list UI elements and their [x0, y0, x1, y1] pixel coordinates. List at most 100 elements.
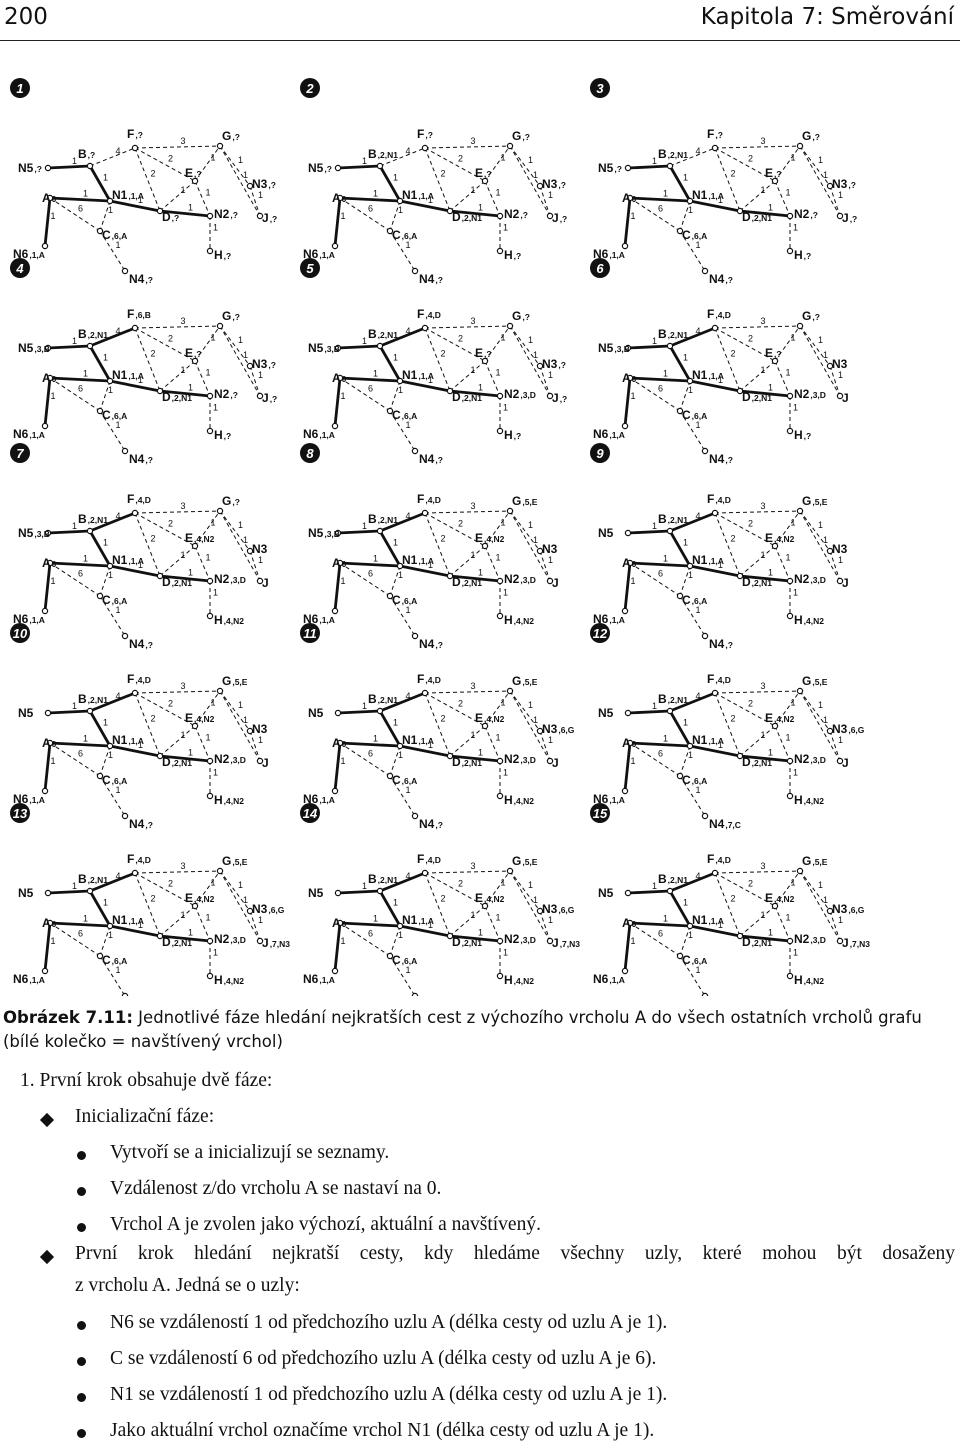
edge-weight: 1	[341, 756, 346, 766]
node-label-n2: N2,3,D	[504, 387, 536, 401]
node-name: H	[214, 973, 223, 987]
node-name: N3	[542, 722, 558, 736]
graph-edge	[399, 379, 451, 393]
node-name: F	[127, 672, 134, 686]
node-name: E	[475, 711, 483, 725]
edge-weight: 1	[243, 170, 248, 180]
graph-node	[786, 612, 794, 620]
edge-weight: 1	[793, 223, 798, 233]
graph-node	[121, 992, 129, 996]
node-name: N2	[504, 932, 520, 946]
node-distance: ,6,A	[402, 596, 418, 606]
edge-weight: 1	[548, 370, 553, 380]
node-label-e: E,4,N2	[185, 711, 215, 725]
node-distance: ,?	[145, 455, 153, 465]
node-distance: 0	[632, 374, 637, 384]
graph-node	[156, 932, 164, 940]
graph-edge	[378, 710, 402, 747]
graph-node	[666, 162, 674, 170]
edge-weight: 3	[471, 861, 476, 871]
node-name: N5	[598, 526, 614, 540]
node-distance: ,4,N2	[774, 714, 795, 724]
node-distance: ,?	[804, 251, 812, 261]
edge-weight: 1	[718, 375, 723, 385]
node-name: E	[765, 711, 773, 725]
graph-edge	[679, 745, 691, 777]
node-name: B	[78, 692, 87, 706]
node-label-f: F,4,D	[417, 492, 441, 506]
graph-node	[496, 937, 504, 945]
graph-edge	[47, 164, 91, 170]
node-label-n6: N6,1,A	[303, 427, 335, 441]
node-name: F	[707, 852, 714, 866]
panel-number-badge	[10, 803, 30, 823]
graph-edge	[194, 360, 211, 397]
edge-weight: 1	[116, 785, 121, 795]
node-label-n3: N3	[832, 357, 848, 371]
node-label-n2: N2,?	[794, 207, 818, 221]
node-distance: ,3,D	[230, 755, 246, 765]
edge-weight: 1	[533, 895, 538, 905]
graph-node	[246, 182, 254, 190]
graph-edge	[194, 510, 221, 547]
graph-edge	[739, 209, 791, 218]
graph-node	[334, 889, 342, 897]
edge-weight: 1	[496, 733, 501, 743]
node-label-j: J,7,N3	[842, 936, 870, 950]
edge-weight: 1	[652, 156, 657, 166]
graph-node	[106, 922, 114, 930]
edge-weight: 1	[211, 878, 216, 888]
graph-edge	[424, 147, 486, 182]
node-name: E	[185, 531, 193, 545]
node-name: G	[802, 854, 811, 868]
graph-node	[506, 687, 514, 695]
edge-weight: 1	[696, 420, 701, 430]
graph-edge	[714, 147, 776, 182]
node-name: G	[512, 674, 521, 688]
node-distance: 0	[342, 559, 347, 569]
graph-edge	[194, 325, 221, 362]
graph-edge	[668, 345, 692, 382]
edge-weight: 1	[238, 335, 243, 345]
node-distance: ,5,E	[522, 677, 537, 687]
edge-weight: 1	[496, 188, 501, 198]
panel-number: 9	[596, 446, 604, 461]
node-label-a: A0	[42, 556, 57, 570]
graph-node	[496, 247, 504, 255]
node-name: G	[222, 494, 231, 508]
edge-weight: 1	[83, 914, 88, 924]
edge-weight: 1	[818, 155, 823, 165]
node-distance: ,4,D	[425, 495, 441, 505]
graph-node	[701, 812, 709, 820]
graph-node	[191, 902, 199, 910]
node-name: N4	[709, 817, 725, 831]
graph-edge	[623, 377, 632, 427]
edge-weight: 1	[398, 570, 403, 580]
node-distance: ,2,N1	[752, 758, 773, 768]
graph-edge	[159, 360, 196, 392]
node-name: A	[622, 916, 631, 930]
node-name: D	[742, 935, 751, 949]
edge-weight: 1	[786, 733, 791, 743]
edge-weight: 1	[823, 715, 828, 725]
graph-node	[736, 752, 744, 760]
edge-weight: 1	[213, 403, 218, 413]
edge-weight: 1	[818, 700, 823, 710]
node-label-e: E,4,N2	[765, 711, 795, 725]
edge-weight: 1	[103, 538, 108, 548]
graph-edge	[109, 924, 161, 938]
node-label-n1: N1,1,A	[112, 553, 144, 567]
node-distance: ,5,E	[232, 857, 247, 867]
graph-edge	[829, 365, 841, 397]
node-name: F	[417, 492, 424, 506]
graph-edge	[829, 730, 841, 762]
node-label-j: J,7,N3	[262, 936, 290, 950]
node-name: N1	[692, 368, 708, 382]
edge-weight: 1	[548, 190, 553, 200]
edge-weight: 1	[428, 560, 433, 570]
graph-node	[334, 164, 342, 172]
graph-node	[336, 919, 344, 927]
node-label-b: B,2,N1	[368, 327, 398, 341]
node-name: C	[102, 773, 111, 787]
